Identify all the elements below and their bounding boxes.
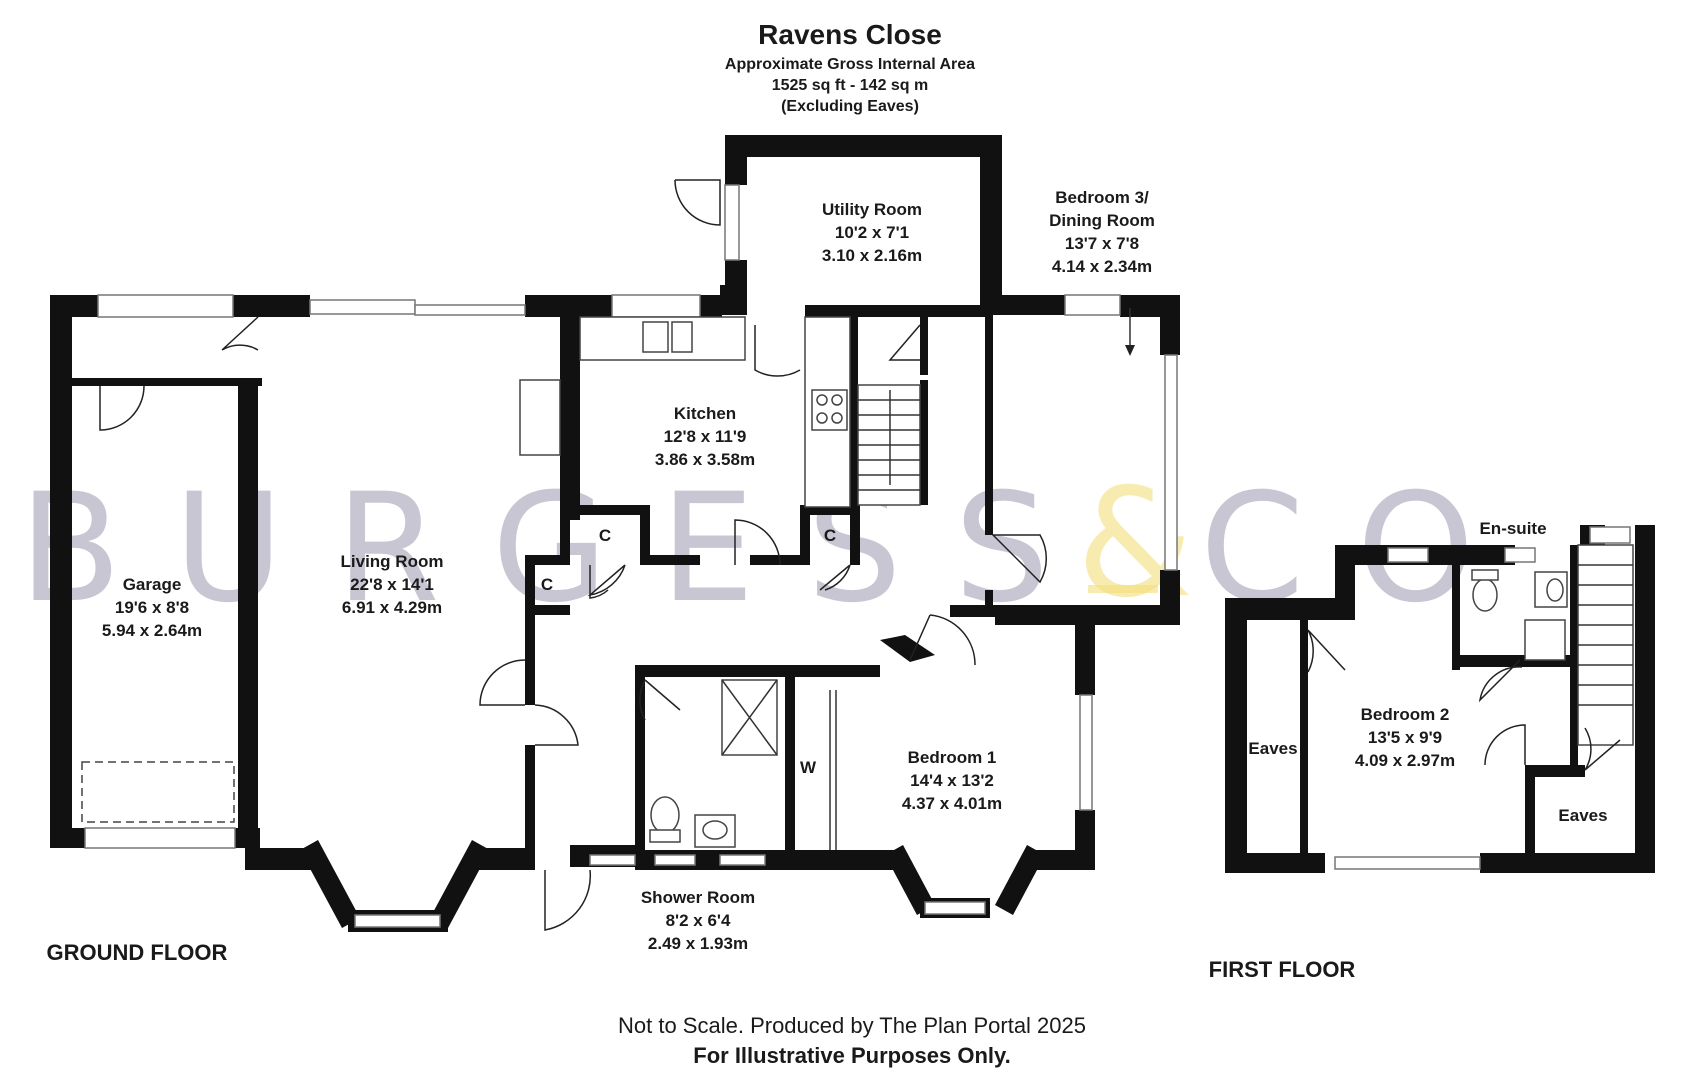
watermark-amp-underline (1088, 585, 1158, 593)
room-bedroom3: Bedroom 3/ Dining Room 13'7 x 7'8 4.14 x… (1049, 188, 1155, 276)
room-bedroom1: Bedroom 1 14'4 x 13'2 4.37 x 4.01m (902, 748, 1002, 813)
ensuite-shower-icon (1524, 619, 1566, 661)
ground-stairs (857, 384, 921, 506)
bedroom2-name: Bedroom 2 (1361, 705, 1450, 724)
garage-metric: 5.94 x 2.64m (102, 621, 202, 640)
room-garage: Garage 19'6 x 8'8 5.94 x 2.64m (102, 575, 202, 640)
bedroom2-metric: 4.09 x 2.97m (1355, 751, 1455, 770)
ground-floor-label: GROUND FLOOR (47, 940, 228, 965)
living-metric: 6.91 x 4.29m (342, 598, 442, 617)
shower-metric: 2.49 x 1.93m (648, 934, 748, 953)
room-living: Living Room 22'8 x 14'1 6.91 x 4.29m (341, 552, 444, 617)
room-labels: Utility Room 10'2 x 7'1 3.10 x 2.16m Bed… (102, 188, 1608, 953)
utility-name: Utility Room (822, 200, 922, 219)
living-imperial: 22'8 x 14'1 (350, 575, 434, 594)
bedroom3-name: Bedroom 3/ (1055, 188, 1149, 207)
doors (99, 179, 1621, 931)
utility-imperial: 10'2 x 7'1 (835, 223, 909, 242)
shower-imperial: 8'2 x 6'4 (666, 911, 731, 930)
area-line-2: 1525 sq ft - 142 sq m (772, 77, 929, 94)
cupboard-marker-2: C (824, 526, 836, 545)
utility-metric: 3.10 x 2.16m (822, 246, 922, 265)
drainer-icon (671, 321, 693, 353)
area-line-1: Approximate Gross Internal Area (725, 56, 975, 73)
kitchen-metric: 3.86 x 3.58m (655, 450, 755, 469)
bedroom1-metric: 4.37 x 4.01m (902, 794, 1002, 813)
kitchen-imperial: 12'8 x 11'9 (664, 427, 747, 446)
bedroom1-name: Bedroom 1 (908, 748, 997, 767)
garage-name: Garage (123, 575, 182, 594)
bedroom2-imperial: 13'5 x 9'9 (1368, 728, 1442, 747)
sink-icon (642, 321, 669, 353)
windows (84, 184, 1631, 928)
room-utility: Utility Room 10'2 x 7'1 3.10 x 2.16m (822, 200, 922, 265)
room-kitchen: Kitchen 12'8 x 11'9 3.86 x 3.58m (655, 404, 755, 469)
garage-door-outline (81, 761, 235, 823)
chimney-breast (519, 379, 561, 456)
footer-disclaimer: Not to Scale. Produced by The Plan Porta… (618, 1013, 1086, 1038)
room-shower: Shower Room 8'2 x 6'4 2.49 x 1.93m (641, 888, 755, 953)
area-line-3: (Excluding Eaves) (781, 98, 919, 115)
kitchen-name: Kitchen (674, 404, 736, 423)
ensuite-name: En-suite (1479, 519, 1546, 538)
ensuite-toilet-icon (1472, 578, 1498, 612)
fixtures (81, 316, 1634, 850)
footer-illustrative: For Illustrative Purposes Only. (693, 1043, 1010, 1068)
toilet-icon (650, 796, 680, 834)
cupboard-marker-3: C (541, 575, 553, 594)
bedroom3-metric: 4.14 x 2.34m (1052, 257, 1152, 276)
first-floor-label: FIRST FLOOR (1209, 957, 1356, 982)
plan-title: Ravens Close (758, 19, 942, 50)
cupboard-marker-1: C (599, 526, 611, 545)
room-bedroom2: Bedroom 2 13'5 x 9'9 4.09 x 2.97m (1355, 705, 1455, 770)
eaves-right-name: Eaves (1558, 806, 1607, 825)
first-floor-walls (1225, 525, 1655, 873)
living-name: Living Room (341, 552, 444, 571)
shower-name: Shower Room (641, 888, 755, 907)
wardrobe-marker: W (800, 758, 817, 777)
bedroom1-imperial: 14'4 x 13'2 (910, 771, 994, 790)
bedroom3-imperial: 13'7 x 7'8 (1065, 234, 1139, 253)
bedroom3-name2: Dining Room (1049, 211, 1155, 230)
hob-icon (811, 389, 848, 431)
first-floor-stairs (1577, 544, 1634, 746)
eaves-left-name: Eaves (1248, 739, 1297, 758)
garage-imperial: 19'6 x 8'8 (115, 598, 189, 617)
